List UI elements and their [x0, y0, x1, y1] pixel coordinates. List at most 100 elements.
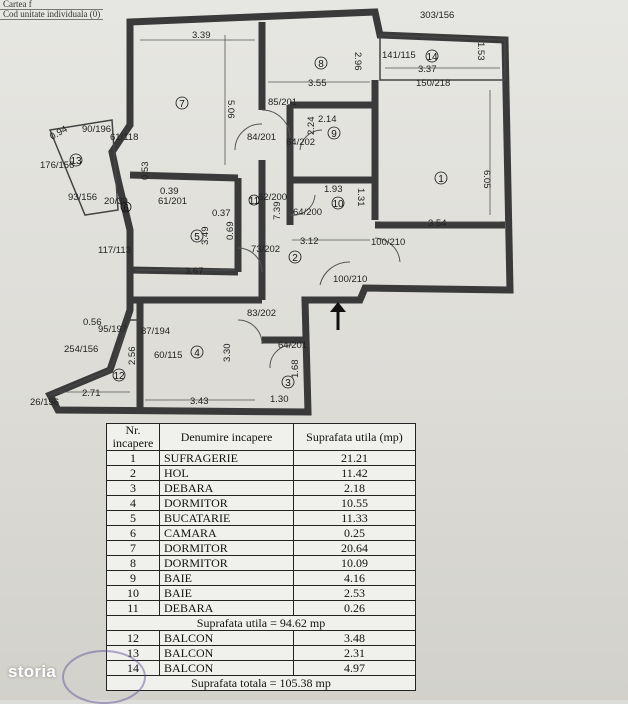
opening-label: 20/30: [104, 196, 128, 207]
svg-text:5: 5: [194, 232, 200, 243]
opening-label: 64/202: [286, 137, 315, 148]
opening-label: 84/201: [247, 132, 276, 143]
total-row: Suprafata totala = 105.38 mp: [106, 675, 416, 691]
dim-value: 3.49: [200, 227, 211, 246]
opening-label: 93/156: [68, 192, 97, 203]
dim-value: 2.24: [306, 117, 317, 136]
dim-value: 0.39: [160, 186, 179, 197]
subtotal-row: Suprafata utila = 94.62 mp: [106, 615, 416, 631]
total-value: Suprafata totala = 105.38 mp: [106, 675, 416, 691]
dimension-lines: [60, 35, 500, 401]
opening-label: 26/156: [30, 397, 59, 408]
header-line-1: Cartea f: [0, 0, 104, 10]
room-number: 4: [190, 345, 204, 359]
opening-label: 87/194: [141, 326, 170, 337]
opening-label: 100/210: [333, 274, 367, 285]
room-number: 12: [112, 368, 126, 382]
dim-value: 2.96: [352, 52, 363, 71]
opening-label: 303/156: [420, 10, 454, 21]
dim-value: 3.54: [428, 218, 447, 229]
opening-label: 73/202: [251, 244, 280, 255]
door-swings: [234, 109, 401, 369]
dim-value: 3.55: [308, 78, 327, 89]
document-header: Cartea f Cod unitate individuala (0): [0, 0, 104, 20]
room-number: 10: [331, 196, 345, 210]
svg-text:9: 9: [331, 129, 337, 140]
dim-value: 0.53: [140, 162, 151, 181]
opening-label: 61/201: [158, 196, 187, 207]
opening-label: 141/115: [382, 50, 416, 61]
dim-value: 3.12: [300, 236, 319, 247]
opening-labels: 303/156 141/115 150/218 85/201 64/202 84…: [30, 10, 454, 408]
dim-value: 0.69: [225, 222, 236, 241]
entrance-arrow-icon: [330, 302, 346, 330]
room-number: 8: [314, 56, 328, 70]
opening-label: 100/210: [371, 237, 405, 248]
opening-label: 95/197: [98, 324, 127, 335]
opening-label: 150/218: [416, 78, 450, 89]
svg-text:13: 13: [70, 156, 82, 167]
opening-label: 62/200: [258, 192, 287, 203]
floor-plan: 1 2 3 4 5 6 7 8 9 10 11 12 13 14 3.39 5.…: [30, 8, 514, 416]
dim-value: 7.39: [272, 202, 283, 221]
header-line-2: Cod unitate individuala (0): [0, 10, 104, 20]
svg-text:4: 4: [194, 348, 200, 359]
svg-text:11: 11: [249, 196, 260, 207]
dim-value: 3.37: [418, 64, 437, 75]
dim-value: 0.56: [83, 317, 102, 328]
svg-text:12: 12: [113, 371, 125, 382]
subtotal-value: Suprafata utila = 94.62 mp: [106, 615, 416, 631]
opening-label: 254/156: [64, 344, 98, 355]
col-header-area: Suprafata utila (mp): [293, 423, 416, 451]
room-labels: 1 2 3 4 5 6 7 8 9 10 11 12 13 14: [69, 49, 448, 389]
balcony-outlines: [48, 34, 506, 396]
dim-value: 1.93: [324, 184, 343, 195]
dim-value: 2.56: [127, 347, 138, 366]
opening-label: 85/201: [268, 97, 297, 108]
dim-value: 2.14: [318, 114, 337, 125]
dim-value: 1.30: [270, 394, 289, 405]
svg-text:6: 6: [123, 203, 129, 214]
opening-label: 117/113: [98, 245, 131, 256]
opening-label: 176/156: [40, 160, 74, 171]
dim-value: 3.39: [192, 30, 211, 41]
area-table: Nr. incapere Denumire incapere Suprafata…: [106, 423, 416, 691]
room-number: 14: [425, 49, 439, 63]
room-number: 11: [248, 194, 260, 207]
opening-label: 90/196: [82, 124, 111, 135]
room-number: 1: [434, 171, 448, 185]
opening-label: 64/200: [293, 207, 322, 218]
dim-value: 5.06: [225, 100, 236, 119]
room-number: 5: [190, 229, 204, 243]
dim-value: 3.67: [185, 266, 204, 277]
opening-label: 61/118: [110, 132, 138, 143]
dim-value: 3.43: [190, 396, 209, 407]
svg-text:14: 14: [426, 52, 438, 63]
stamp-mark: [62, 650, 146, 704]
dim-value: 1.53: [475, 42, 486, 61]
dim-value: 3.30: [222, 344, 233, 363]
room-number: 9: [327, 126, 341, 140]
opening-label: 83/202: [247, 308, 276, 319]
dim-value: 2.71: [82, 388, 101, 399]
storia-watermark: storia: [8, 662, 57, 681]
room-number: 6: [120, 201, 132, 214]
dim-value: 1.31: [355, 188, 366, 207]
svg-text:8: 8: [318, 59, 324, 70]
room-number: 3: [281, 375, 295, 389]
room-number: 7: [175, 96, 189, 110]
opening-label: 64/201: [278, 340, 307, 351]
svg-text:10: 10: [332, 199, 344, 210]
